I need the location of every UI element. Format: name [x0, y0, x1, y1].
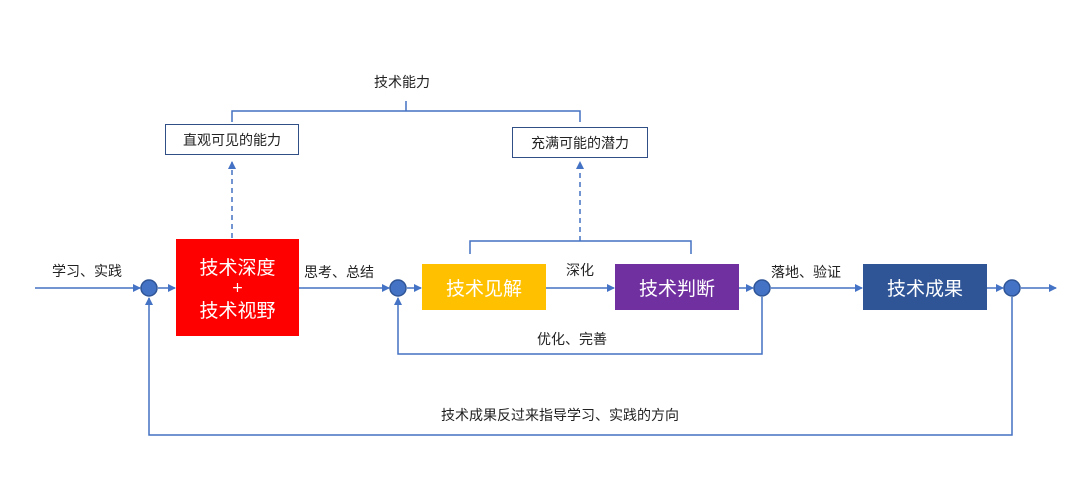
label-feedback: 技术成果反过来指导学习、实践的方向: [441, 408, 679, 424]
label-verify: 落地、验证: [771, 265, 841, 281]
block-judgment: 技术判断: [615, 264, 739, 310]
block-result: 技术成果: [863, 264, 987, 310]
loop-optimize: [394, 297, 763, 355]
block-depth-line2: 技术视野: [199, 299, 276, 322]
label-optimize: 优化、完善: [537, 332, 607, 348]
label-tech-ability: 技术能力: [374, 75, 430, 91]
label-input: 学习、实践: [52, 264, 122, 280]
block-insight: 技术见解: [422, 264, 546, 310]
block-depth-vision: 技术深度 + 技术视野: [176, 239, 299, 336]
sum-node-4: [1003, 279, 1021, 297]
sum-node-3: [753, 279, 771, 297]
label-deepen: 深化: [566, 263, 594, 279]
top-bracket: [231, 101, 581, 122]
sum-node-1: [140, 279, 158, 297]
box-potential: 充满可能的潜力: [512, 127, 648, 158]
block-depth-line1: 技术深度: [199, 256, 276, 279]
loop-feedback: [145, 297, 1013, 436]
box-visible-ability: 直观可见的能力: [165, 124, 299, 155]
middle-bracket: [469, 240, 692, 254]
label-reflect: 思考、总结: [304, 265, 374, 281]
sum-node-2: [389, 279, 407, 297]
block-depth-plus: +: [231, 279, 244, 296]
